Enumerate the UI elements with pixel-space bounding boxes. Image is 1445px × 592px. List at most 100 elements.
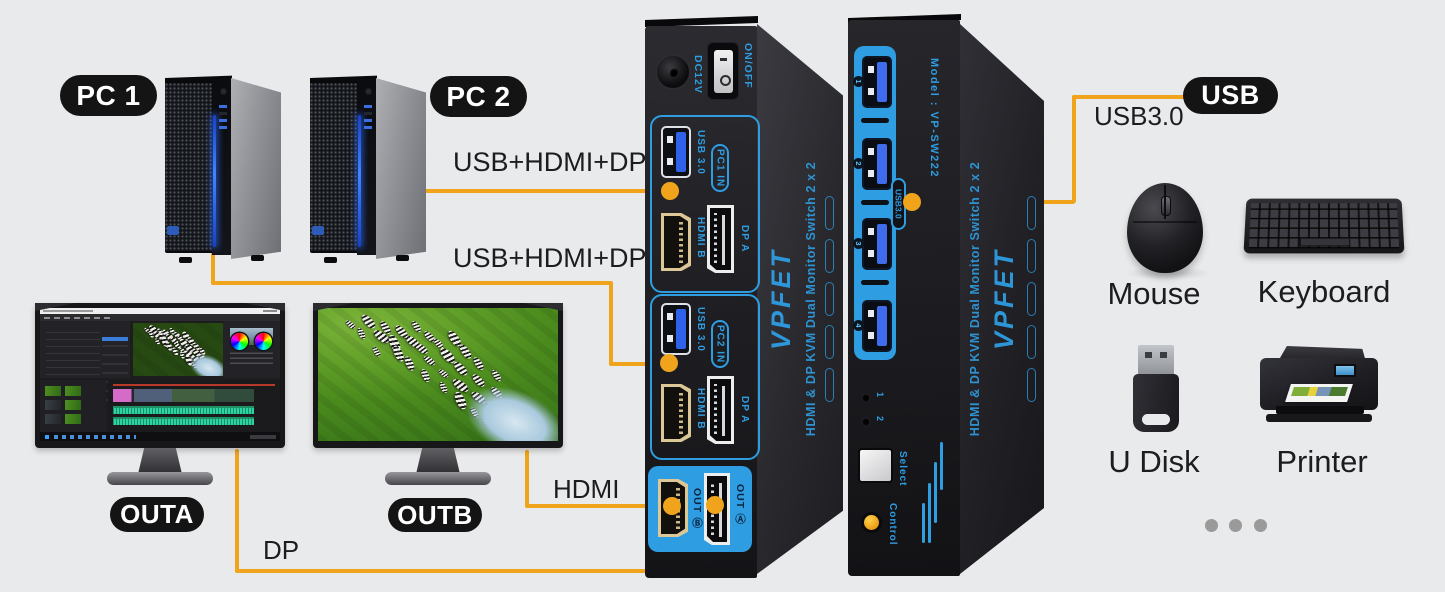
color-wheel xyxy=(255,333,272,350)
usb3-port-2 xyxy=(862,138,892,190)
color-wheel xyxy=(231,333,248,350)
zebra xyxy=(516,406,530,424)
printer-label: Printer xyxy=(1276,444,1368,479)
pc1-front-mesh xyxy=(165,81,212,253)
pc1-link-label: USB+HDMI+DP xyxy=(453,147,647,177)
editor-timeline xyxy=(108,380,280,432)
usb3-port xyxy=(661,126,691,178)
zebra xyxy=(203,358,213,367)
pc2-front-ports xyxy=(364,105,373,149)
pc2-power-button xyxy=(365,88,372,95)
zebra xyxy=(437,367,450,379)
port-number-4: 4 xyxy=(853,320,864,331)
pc1-in-label: PC1 IN xyxy=(714,148,726,188)
usb3-badge-label: USB3.0 xyxy=(893,189,904,219)
side-feature-badges xyxy=(1027,196,1036,402)
timeline-video-track xyxy=(113,389,254,402)
pc2-in-label: PC2 IN xyxy=(714,324,726,364)
pc2-tower xyxy=(310,75,426,263)
power-switch xyxy=(707,42,739,100)
printer-output-slot xyxy=(1276,406,1364,414)
zebra xyxy=(190,354,202,365)
timeline-audio-track xyxy=(113,406,254,414)
kvm-switch-front-view: HDMI & DP KVM Dual Monitor Switch 2 x 2 … xyxy=(848,14,1048,582)
led-label-2: 2 xyxy=(875,416,885,423)
taskbar-clock xyxy=(250,434,276,439)
udisk-connector xyxy=(1138,345,1174,376)
select-button-label: Select xyxy=(897,451,908,487)
dot-front-usb xyxy=(903,193,921,211)
outa-label: OUTA xyxy=(120,499,194,529)
monitor-outb-base xyxy=(385,472,491,485)
hdmi-link-label: HDMI xyxy=(553,474,620,504)
model-label: Model : VP-SW222 xyxy=(928,58,940,178)
dot-pc1in-usb xyxy=(661,182,679,200)
pc1-led-strip xyxy=(213,115,216,247)
zebra xyxy=(403,354,417,372)
bezel-corner xyxy=(245,303,285,311)
zebra xyxy=(413,341,429,356)
zebra xyxy=(359,312,377,331)
pc1-label: PC 1 xyxy=(76,79,141,111)
zebra xyxy=(344,318,357,330)
port-separator xyxy=(861,280,889,285)
outb-label: OUTB xyxy=(397,499,473,530)
pc2-front-mesh xyxy=(310,81,357,253)
dp-a-label: DP A xyxy=(739,396,750,424)
pc1-power-button xyxy=(220,88,227,95)
mouse-seam xyxy=(1133,221,1197,223)
usb-port-strip: 1 2 3 4 xyxy=(853,46,896,360)
outb-label-pill: OUTB xyxy=(388,498,482,532)
bezel-corner xyxy=(313,303,353,311)
pc2-brand-logo xyxy=(312,226,324,235)
monitor-outa-screen xyxy=(40,308,280,441)
editor-menubar xyxy=(40,314,280,321)
line-pc1-drop xyxy=(211,251,215,284)
deco-stripe xyxy=(922,503,925,543)
zebra xyxy=(191,341,201,351)
zebra xyxy=(437,381,449,395)
port-separator xyxy=(861,118,889,123)
zebra xyxy=(471,355,486,372)
dot-pc2in-usb xyxy=(660,354,678,372)
kvm-rear-panel: DC12V ON/OFF USB 3.0 PC1 IN HDMI B DP A xyxy=(645,26,760,578)
kvm-front-side-panel: HDMI & DP KVM Dual Monitor Switch 2 x 2 … xyxy=(960,24,1044,574)
pc2-in-pill: PC2 IN xyxy=(711,320,729,368)
line-pc1-drop2 xyxy=(609,281,613,365)
monitor-outb-stand xyxy=(416,448,460,474)
timeline-audio-track xyxy=(113,417,254,425)
zebra xyxy=(191,361,198,370)
ellipsis-dot xyxy=(1205,519,1218,532)
zebra xyxy=(484,400,499,420)
led-indicator-2 xyxy=(862,418,870,426)
dp-a-label: DP A xyxy=(739,225,750,253)
zebra xyxy=(489,368,503,383)
editor-project-bin xyxy=(40,380,106,432)
editor-lumetri-panel xyxy=(223,321,280,378)
zebra xyxy=(422,354,437,368)
usb3-port-3 xyxy=(862,218,892,270)
pc2-label-pill: PC 2 xyxy=(430,76,527,117)
pc2-label: PC 2 xyxy=(446,80,511,112)
keyboard-keys xyxy=(1248,203,1400,249)
dc-power-jack xyxy=(655,54,691,90)
video-editor-ui xyxy=(40,308,280,441)
usb3-port xyxy=(661,303,691,355)
port-number-1: 1 xyxy=(853,76,864,87)
zebra xyxy=(191,347,201,358)
zebra xyxy=(371,344,383,358)
zebra xyxy=(198,353,208,363)
zebra xyxy=(419,367,432,384)
kvm-front-side-content: HDMI & DP KVM Dual Monitor Switch 2 x 2 … xyxy=(960,24,1044,574)
line-pc1-to-pc2in xyxy=(609,362,673,366)
windows-taskbar xyxy=(40,432,280,441)
brand-logo: VPFET xyxy=(989,248,1019,351)
zebra xyxy=(199,346,207,356)
brand-logo: VPFET xyxy=(766,248,796,351)
kvm-rear-side-panel: VPFET HDMI & DP KVM Dual Monitor Switch … xyxy=(757,24,843,574)
pc1-front-ports xyxy=(219,105,228,149)
zebra xyxy=(451,376,471,395)
port-number-3: 3 xyxy=(853,238,864,249)
bin-thumb xyxy=(45,386,61,396)
